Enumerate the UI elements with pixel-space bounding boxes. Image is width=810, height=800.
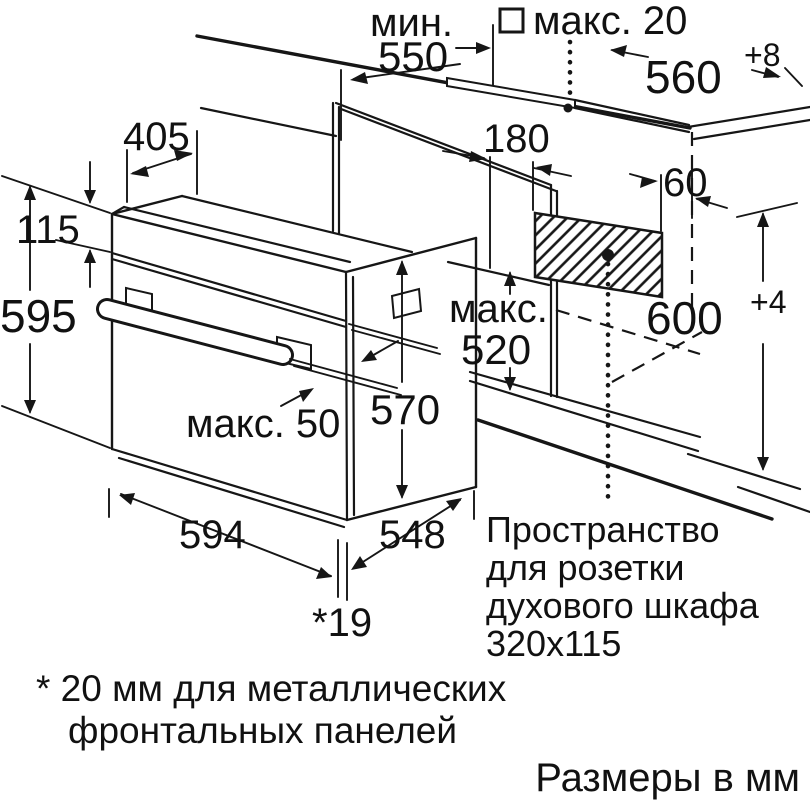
dim-60-value: 60 [663,161,708,205]
footnote-line2: фронтальных панелей [68,710,457,751]
dim-min550-prefix: мин. [370,1,453,45]
footnote-line1: * 20 мм для металлических [36,668,507,709]
units-note: Размеры в мм [535,756,800,800]
dim-115-value: 115 [16,208,80,252]
dim-595-value: 595 [0,290,77,342]
dim-405-value: 405 [123,115,190,159]
dim-max520-line2: 520 [461,326,531,373]
socket-note: Пространство для розетки духового шкафа … [486,509,760,664]
worktop-gap-slot [446,76,576,110]
socket-zone-hatched [533,211,664,299]
oven-side-vent [390,287,423,320]
dim-560-tolerance: +8 [744,37,780,73]
footnote: * 20 мм для металлических фронтальных па… [36,668,507,751]
dim-600-value: 600 [646,292,723,344]
dim-548-value: 548 [379,513,446,557]
socket-note-line2: для розетки [486,547,684,588]
socket-note-line3: духового шкафа [486,585,760,626]
socket-center-dot [602,249,614,261]
dimension-labels: мин. 550 макс. 20 560 +8 405 115 595 180… [0,0,786,645]
socket-note-line1: Пространство [486,509,720,550]
wall-and-worktop [195,34,810,399]
oven-body [96,194,551,529]
square-symbol-icon [498,7,525,34]
oven-door-handle [96,286,312,371]
dim-594-value: 594 [179,513,246,557]
dim-600-tolerance: +4 [750,284,786,320]
dimension-annotations [1,7,803,601]
socket-note-line4: 320x115 [486,623,621,664]
dim-max50-label: макс. 50 [186,402,340,446]
dim-570-value: 570 [370,386,440,433]
dim-19-value: *19 [312,601,372,645]
niche-interior [468,39,810,521]
dim-max20-label: макс. 20 [533,0,687,43]
dim-min550-value: 550 [378,33,448,80]
dim-max520-line1: макс. [449,287,548,331]
dim-560-value: 560 [645,51,722,103]
dim-180-value: 180 [483,117,550,161]
